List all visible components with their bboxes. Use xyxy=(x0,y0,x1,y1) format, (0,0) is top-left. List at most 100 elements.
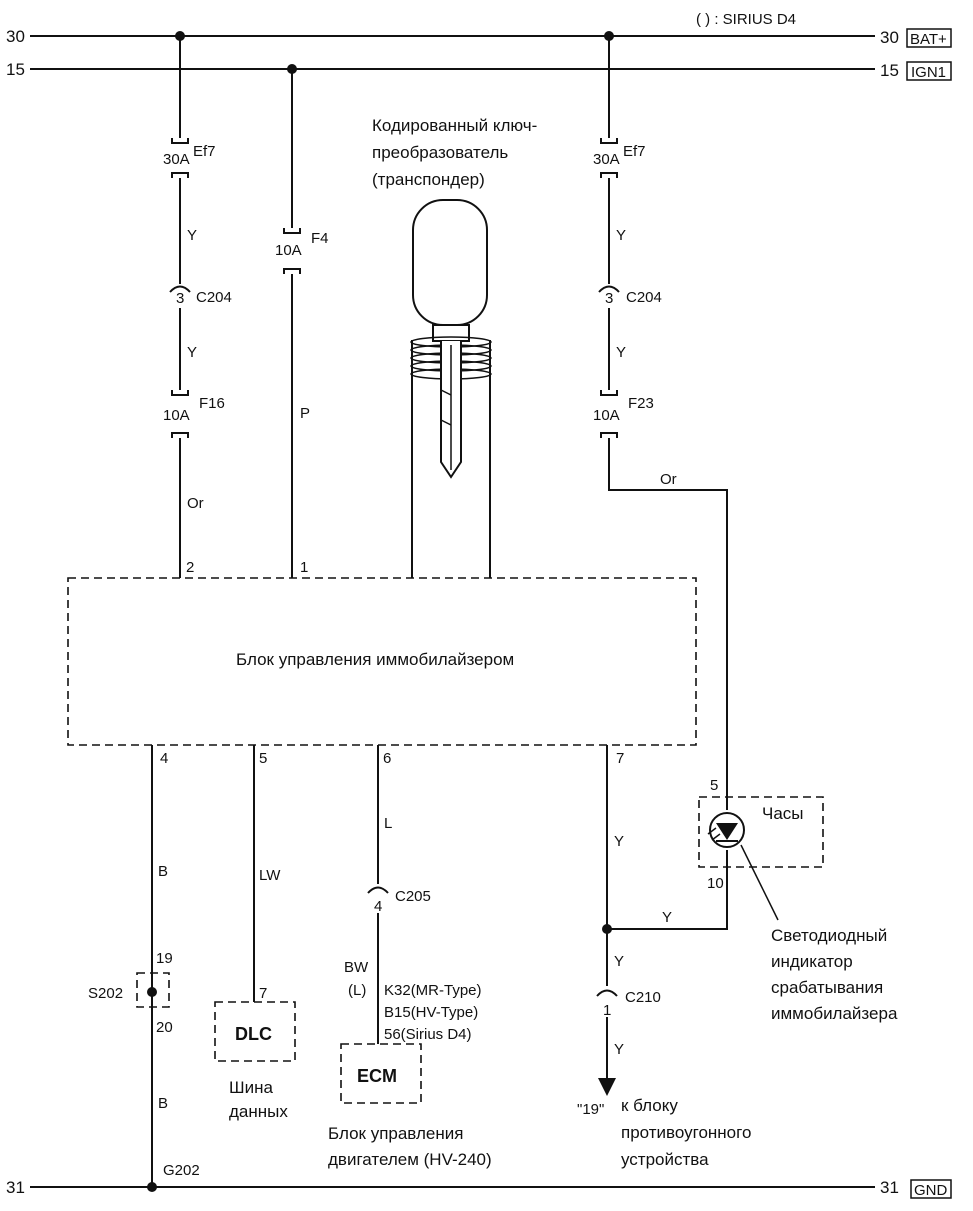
c210-pin: 1 xyxy=(603,1002,611,1019)
rail-15-right-label: 15 xyxy=(880,61,899,80)
c205-pin: 4 xyxy=(374,898,382,915)
dlc-box xyxy=(214,1001,296,1062)
dlc-pin: 7 xyxy=(259,985,267,1002)
pin-2: 2 xyxy=(186,559,194,576)
fuse-ef7-left-icon xyxy=(171,138,189,144)
splice-bottom-pin: 20 xyxy=(156,1019,173,1036)
ign1-tag: IGN1 xyxy=(911,64,946,81)
transponder-line-3: (транспондер) xyxy=(372,170,485,189)
sirius-note: ( ) : SIRIUS D4 xyxy=(696,11,796,28)
ecm-pin-mr: K32(MR-Type) xyxy=(384,982,482,999)
ecm-box xyxy=(340,1043,422,1104)
clock-unit: 5 10 Часы xyxy=(698,777,824,921)
clock-pin-top: 5 xyxy=(710,777,718,794)
led-caption-4: иммобилайзера xyxy=(771,1004,898,1023)
splice-s202-icon xyxy=(136,972,170,1008)
fuse-f4-name: F4 xyxy=(311,230,329,247)
dlc-label: DLC xyxy=(235,1024,272,1044)
ground-g202-name: G202 xyxy=(163,1162,200,1179)
led-leader-line xyxy=(740,844,779,921)
rail-31: 31 31 GND xyxy=(6,1178,952,1199)
c204-right-pin: 3 xyxy=(605,290,613,307)
ground-wire-1: B xyxy=(158,863,168,880)
immobilizer-title: Блок управления иммобилайзером xyxy=(236,650,514,669)
dlc-caption-2: данных xyxy=(229,1102,288,1121)
ecm-caption-1: Блок управления xyxy=(328,1124,463,1143)
clock-pin-bottom: 10 xyxy=(707,875,724,892)
c205-name: C205 xyxy=(395,888,431,905)
left-wire-2: Y xyxy=(187,344,197,361)
splice-name: S202 xyxy=(88,985,123,1002)
key-head-icon xyxy=(412,199,488,326)
left-wire-3: Or xyxy=(187,495,204,512)
c204-left-pin: 3 xyxy=(176,290,184,307)
right-wire-1: Y xyxy=(616,227,626,244)
fuse-ef7-right-name: Ef7 xyxy=(623,143,646,160)
fuse-f23-value: 10A xyxy=(593,407,620,424)
rail-30: 30 30 BAT+ ( ) : SIRIUS D4 xyxy=(6,11,952,48)
left-wire-1: Y xyxy=(187,227,197,244)
pin-7: 7 xyxy=(616,750,624,767)
pin-4: 4 xyxy=(160,750,168,767)
alarm-wire-to-clock: Y xyxy=(662,909,672,926)
alarm-wire-3: Y xyxy=(614,1041,624,1058)
bat-plus-tag: BAT+ xyxy=(910,31,947,48)
ecm-label: ECM xyxy=(357,1066,397,1086)
ecm-wire-1: L xyxy=(384,815,392,832)
pin-5: 5 xyxy=(259,750,267,767)
dlc-wire: LW xyxy=(259,867,281,884)
pin-6: 6 xyxy=(383,750,391,767)
led-caption-3: срабатывания xyxy=(771,978,883,997)
alarm-dest-pin: "19" xyxy=(577,1101,604,1118)
c210-name: C210 xyxy=(625,989,661,1006)
alarm-wire-1: Y xyxy=(614,833,624,850)
dlc-caption-1: Шина xyxy=(229,1078,273,1097)
led-caption: Светодиодный индикатор срабатывания иммо… xyxy=(771,926,898,1023)
fuse-f16-name: F16 xyxy=(199,395,225,412)
splice-top-pin: 19 xyxy=(156,950,173,967)
fuse-ef7-left-value: 30A xyxy=(163,151,190,168)
alarm-branch: Y Y Y 1 C210 Y "19" к блоку противоугонн… xyxy=(577,745,751,1169)
rail-31-right-label: 31 xyxy=(880,1178,899,1197)
pin-1: 1 xyxy=(300,559,308,576)
connector-c204-left-icon xyxy=(169,285,191,293)
ground-dot xyxy=(147,1182,157,1192)
right-wire-3: Or xyxy=(660,471,677,488)
fuse-ef7-right-value: 30A xyxy=(593,151,620,168)
rail-30-left-label: 30 xyxy=(6,27,25,46)
connector-c210-icon xyxy=(596,989,618,997)
ecm-caption-2: двигателем (HV-240) xyxy=(328,1150,492,1169)
transponder-key: Кодированный ключ- преобразователь (тран… xyxy=(372,116,537,578)
ecm-wire-2: BW xyxy=(344,959,369,976)
right-branch: 30A Ef7 Y 3 C204 Y 10A F23 Or xyxy=(593,31,728,810)
rail-15: 15 15 IGN1 xyxy=(6,60,952,81)
led-caption-1: Светодиодный xyxy=(771,926,887,945)
rail-31-left-label: 31 xyxy=(6,1178,25,1197)
gnd-tag: GND xyxy=(914,1182,948,1199)
ecm-branch: L 4 C205 BW (L) K32(MR-Type) B15(HV-Type… xyxy=(328,745,492,1169)
connector-c204-right-icon xyxy=(598,285,620,293)
clock-name: Часы xyxy=(762,804,804,823)
connector-c205-icon xyxy=(367,886,389,894)
fuse-f23-icon xyxy=(600,390,618,396)
left-branch: 30A Ef7 Y 3 C204 Y 10A F16 Or 2 xyxy=(163,31,232,578)
led-caption-2: индикатор xyxy=(771,952,853,971)
c204-left-name: C204 xyxy=(196,289,232,306)
ground-branch: B 19 S202 20 B G202 xyxy=(88,745,200,1192)
right-wire-2: Y xyxy=(616,344,626,361)
alarm-wire-2: Y xyxy=(614,953,624,970)
alarm-caption-1: к блоку xyxy=(621,1096,678,1115)
transponder-line-2: преобразователь xyxy=(372,143,508,162)
rail-30-right-label: 30 xyxy=(880,28,899,47)
fuse-f23-name: F23 xyxy=(628,395,654,412)
ecm-pin-hv: B15(HV-Type) xyxy=(384,1004,478,1021)
led-icon xyxy=(707,812,745,848)
fuse-f4-value: 10A xyxy=(275,242,302,259)
middle-branch: 10A F4 P 1 xyxy=(275,64,329,578)
ecm-pin-sirius: 56(Sirius D4) xyxy=(384,1026,472,1043)
ground-wire-2: B xyxy=(158,1095,168,1112)
dlc-branch: LW 7 DLC Шина данных xyxy=(214,745,296,1121)
fuse-ef7-right-icon xyxy=(600,138,618,144)
fuse-f4-icon xyxy=(283,228,301,234)
rail-15-left-label: 15 xyxy=(6,60,25,79)
